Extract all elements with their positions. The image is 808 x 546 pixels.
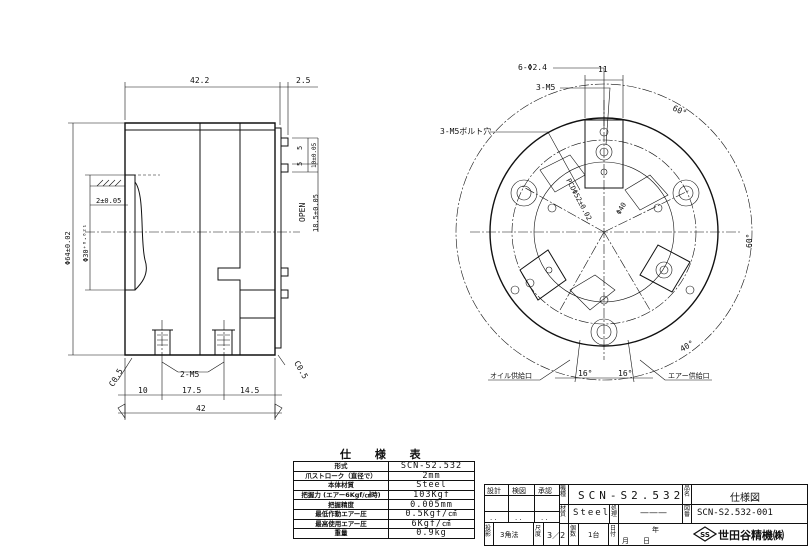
label-3-m5-bolt: 3-M5ボルト穴 [440,126,491,136]
spec-value: Steel [388,480,475,491]
spec-value: SCN-S2.532 [388,461,475,472]
treatment-value: ——— [640,508,667,518]
header-approve: 承認 [538,487,552,495]
label-kosu: 個数 [570,525,577,538]
label-air-port: エアー供給口 [668,371,710,380]
dim-bottom-14-5: 14.5 [240,386,259,395]
spec-row: 爪ストローク（直径で）2mm [293,470,475,482]
spec-key: 本体材質 [293,480,389,491]
dim-10: 10±0.05 [311,142,318,168]
dim-bottom-42: 42 [196,404,206,413]
spec-value: 6Kgf/㎠ [388,518,475,530]
open-label: OPEN [298,203,307,222]
dim-42-2: 42.2 [190,76,209,85]
spec-value: 0.9kg [388,528,475,539]
qty-value: 1台 [588,531,600,539]
dim-11: 11 [598,65,608,74]
dim-18-5: 18.5±0.05 [312,194,320,232]
spec-value: 103Kgf [388,489,475,501]
label-phi40: Φ40 [615,201,628,216]
label-c05-right: C0.5 [292,359,310,380]
spec-value: 0.5Kgf/㎠ [388,508,475,520]
dim-5-a: 5 [296,146,304,150]
spec-key: 把握精度 [293,499,389,510]
label-oil-port: オイル供給口 [490,371,532,380]
company-name: 世田谷精機㈱ [718,529,784,542]
label-6-phi2-4: 6-Φ2.4 [518,63,547,72]
label-3-m5: 3-M5 [536,83,555,92]
dim-bottom-17-5: 17.5 [182,386,201,395]
angle-60-top: 60° [671,104,688,118]
drawing-number: SCN-S2.532-001 [697,508,773,518]
label-toho: 投影 [485,525,492,538]
spec-table-title: 仕 様 表 [340,448,431,461]
projection-value: 3角法 [500,531,519,539]
front-view [455,67,753,383]
label-shori: 処理 [611,505,618,518]
label-c05-left: C0.5 [107,367,125,388]
label-hizuke: 日付 [610,525,617,538]
angle-60-right: 60° [745,234,754,248]
angle-16-b: 16° [618,369,632,378]
company-logo-icon: SS [693,526,717,542]
label-kishu: 機種 [560,485,567,498]
dim-5-b: 5 [296,162,304,166]
label-shakudo: 尺度 [535,525,542,538]
spec-value: 2mm [388,470,475,482]
dim-phi30: Φ30⁺⁰·⁰²¹ [82,224,90,262]
date-dots-2: . . [515,514,522,522]
spec-key: 形式 [293,461,389,472]
date-month-day: 月 日 [622,537,650,545]
angle-40: 40° [679,339,696,354]
svg-text:SS: SS [700,531,710,539]
label-pcd: PCDΦ52±0.02 [564,177,593,222]
label-zuban: 図番 [684,505,691,518]
header-design: 設計 [487,487,501,495]
spec-key: 最高使用エアー圧 [293,518,389,530]
side-view [68,82,319,420]
spec-row: 把握力 (エアー6Kgf/㎠時)103Kgf [293,489,475,501]
material-value: Steel [573,508,611,518]
scale-value: 3／2 [547,531,566,540]
dim-phi64: Φ64±0.02 [64,231,72,265]
spec-key: 重量 [293,528,389,539]
spec-key: 爪ストローク（直径で） [293,470,389,482]
spec-key: 最低作動エアー圧 [293,508,389,520]
spec-value: 0.005mm [388,499,475,510]
date-dots-3: . . [541,514,548,522]
dim-2: 2±0.05 [96,197,121,205]
label-2-m5: 2-M5 [180,370,199,379]
angle-16-a: 16° [578,369,592,378]
dim-bottom-10: 10 [138,386,148,395]
drawing-name: 仕様図 [730,493,760,504]
spec-key: 把握力 (エアー6Kgf/㎠時) [293,489,389,501]
label-hinmei: 品名 [684,485,691,498]
date-dots-1: . . [490,514,497,522]
dim-2-5: 2.5 [296,76,311,85]
model-value: SCN-S2.532 [578,489,685,502]
label-zai: 材質 [560,505,567,518]
date-year: 年 [652,526,659,534]
header-check: 検図 [512,487,526,495]
